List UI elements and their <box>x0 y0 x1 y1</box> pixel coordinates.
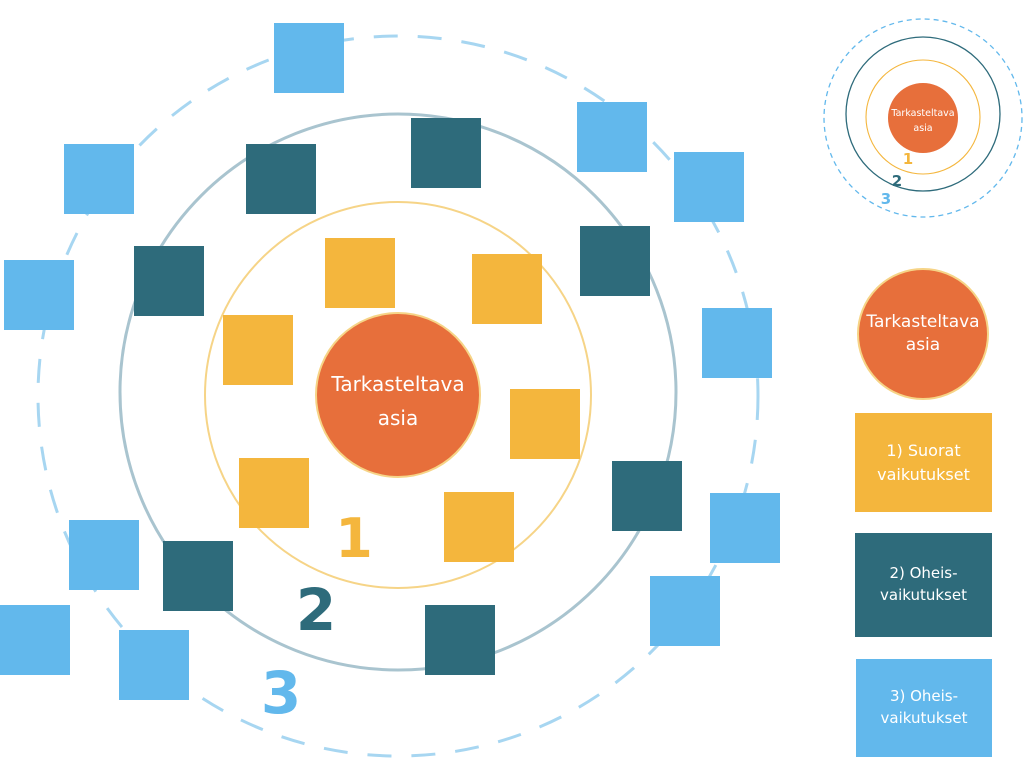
ring-2-square <box>425 605 495 675</box>
ring-2-square <box>134 246 204 316</box>
legend-item-label: 2) Oheis- vaikutukset <box>880 564 967 604</box>
legend-item-side-impacts-2: 2) Oheis- vaikutukset <box>855 533 992 637</box>
ring-3-square <box>674 152 744 222</box>
mini-ring-1-outline <box>865 59 981 175</box>
ring-1-square <box>510 389 580 459</box>
center-circle <box>315 312 481 478</box>
ring-3-square <box>650 576 720 646</box>
ring-3-square <box>702 308 772 378</box>
ring-1-square <box>325 238 395 308</box>
ring-1-square <box>472 254 542 324</box>
mini-ring-2-number: 2 <box>892 172 902 190</box>
ring-2-outline <box>118 112 678 672</box>
mini-ring-3-outline <box>823 18 1023 218</box>
ring-2-square <box>580 226 650 296</box>
ring-3-square <box>69 520 139 590</box>
ring-3-square <box>119 630 189 700</box>
ring-3-number: 3 <box>261 659 301 727</box>
ring-1-number: 1 <box>335 507 373 570</box>
mini-diagram: Tarkasteltava asia 1 2 3 <box>823 18 1023 218</box>
mini-ring-1-number: 1 <box>903 150 913 168</box>
legend-item-direct-impacts: 1) Suorat vaikutukset <box>855 413 992 512</box>
legend-center-circle: Tarkasteltava asia <box>857 268 989 400</box>
legend-item-label: 1) Suorat vaikutukset <box>877 441 970 484</box>
mini-center-label-line1: Tarkasteltava <box>890 108 954 119</box>
center-label-line1: Tarkasteltava <box>330 372 464 396</box>
mini-center-circle <box>888 83 958 153</box>
ring-1-squares <box>223 238 580 562</box>
ring-2-square <box>612 461 682 531</box>
legend-item-side-impacts-3: 3) Oheis- vaikutukset <box>856 659 992 757</box>
ring-3-square <box>64 144 134 214</box>
legend-center-label: Tarkasteltava asia <box>866 312 980 355</box>
ring-3-square <box>274 23 344 93</box>
ring-1-square <box>444 492 514 562</box>
mini-center-label-line2: asia <box>913 123 932 134</box>
center-label-line2: asia <box>378 406 419 430</box>
ring-3-square <box>577 102 647 172</box>
ring-2-squares <box>134 118 682 675</box>
ring-3-square <box>4 260 74 330</box>
legend-item-label: 3) Oheis- vaikutukset <box>880 687 968 727</box>
ring-2-square <box>163 541 233 611</box>
ring-3-square <box>0 605 70 675</box>
mini-ring-2-outline <box>845 36 1001 192</box>
ring-3-outline <box>36 34 760 758</box>
ring-2-square <box>411 118 481 188</box>
ring-2-square <box>246 144 316 214</box>
ring-3-square <box>710 493 780 563</box>
ring-3-squares <box>0 23 780 700</box>
ring-1-square <box>223 315 293 385</box>
ring-2-number: 2 <box>296 576 336 644</box>
ring-1-outline <box>204 201 592 589</box>
ring-1-square <box>239 458 309 528</box>
mini-ring-3-number: 3 <box>881 190 891 208</box>
